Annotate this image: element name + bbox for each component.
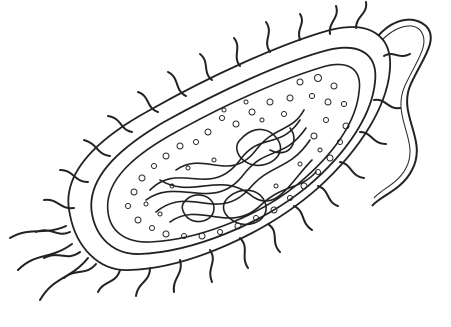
nucleoid-dna [146,110,316,224]
ribosome-dot [274,184,278,188]
ribosome-dot [158,212,162,216]
ribosome-dot [311,133,317,139]
ribosome-dot [194,140,199,145]
ribosome-dot [144,202,148,206]
ribosomes [126,75,350,240]
ribosome-dot [218,230,223,235]
ribosome-dot [126,204,131,209]
ribosome-dot [139,175,145,181]
ribosome-dot [331,83,337,89]
ribosome-dot [282,112,287,117]
ribosome-dot [327,155,333,161]
ribosome-dot [152,164,157,169]
ribosome-dot [315,75,322,82]
ribosome-dot [199,233,205,239]
ribosome-dot [163,153,169,159]
ribosome-dot [297,79,303,85]
cell-membrane [108,64,360,242]
flagellum-outline [374,26,424,198]
ribosome-dot [222,108,226,112]
cell-wall [91,48,375,254]
long-pili [10,226,88,300]
ribosome-dot [233,121,239,127]
ribosome-dot [150,226,155,231]
ribosome-dot [177,143,183,149]
ribosome-dot [324,118,329,123]
ribosome-dot [220,116,225,121]
ribosome-dot [260,118,264,122]
ribosome-dot [342,102,347,107]
ribosome-dot [310,94,315,99]
ribosome-dot [287,95,293,101]
ribosome-dot [298,162,302,166]
ribosome-dot [205,129,211,135]
ribosome-dot [325,99,331,105]
ribosome-dot [135,217,141,223]
ribosome-dot [244,100,248,104]
ribosome-dot [318,148,322,152]
ribosome-dot [186,166,190,170]
ribosome-dot [267,99,273,105]
ribosome-dot [131,189,137,195]
ribosome-dot [212,158,216,162]
ribosome-dot [249,109,255,115]
capsule [68,27,390,270]
ribosome-dot [163,231,169,237]
